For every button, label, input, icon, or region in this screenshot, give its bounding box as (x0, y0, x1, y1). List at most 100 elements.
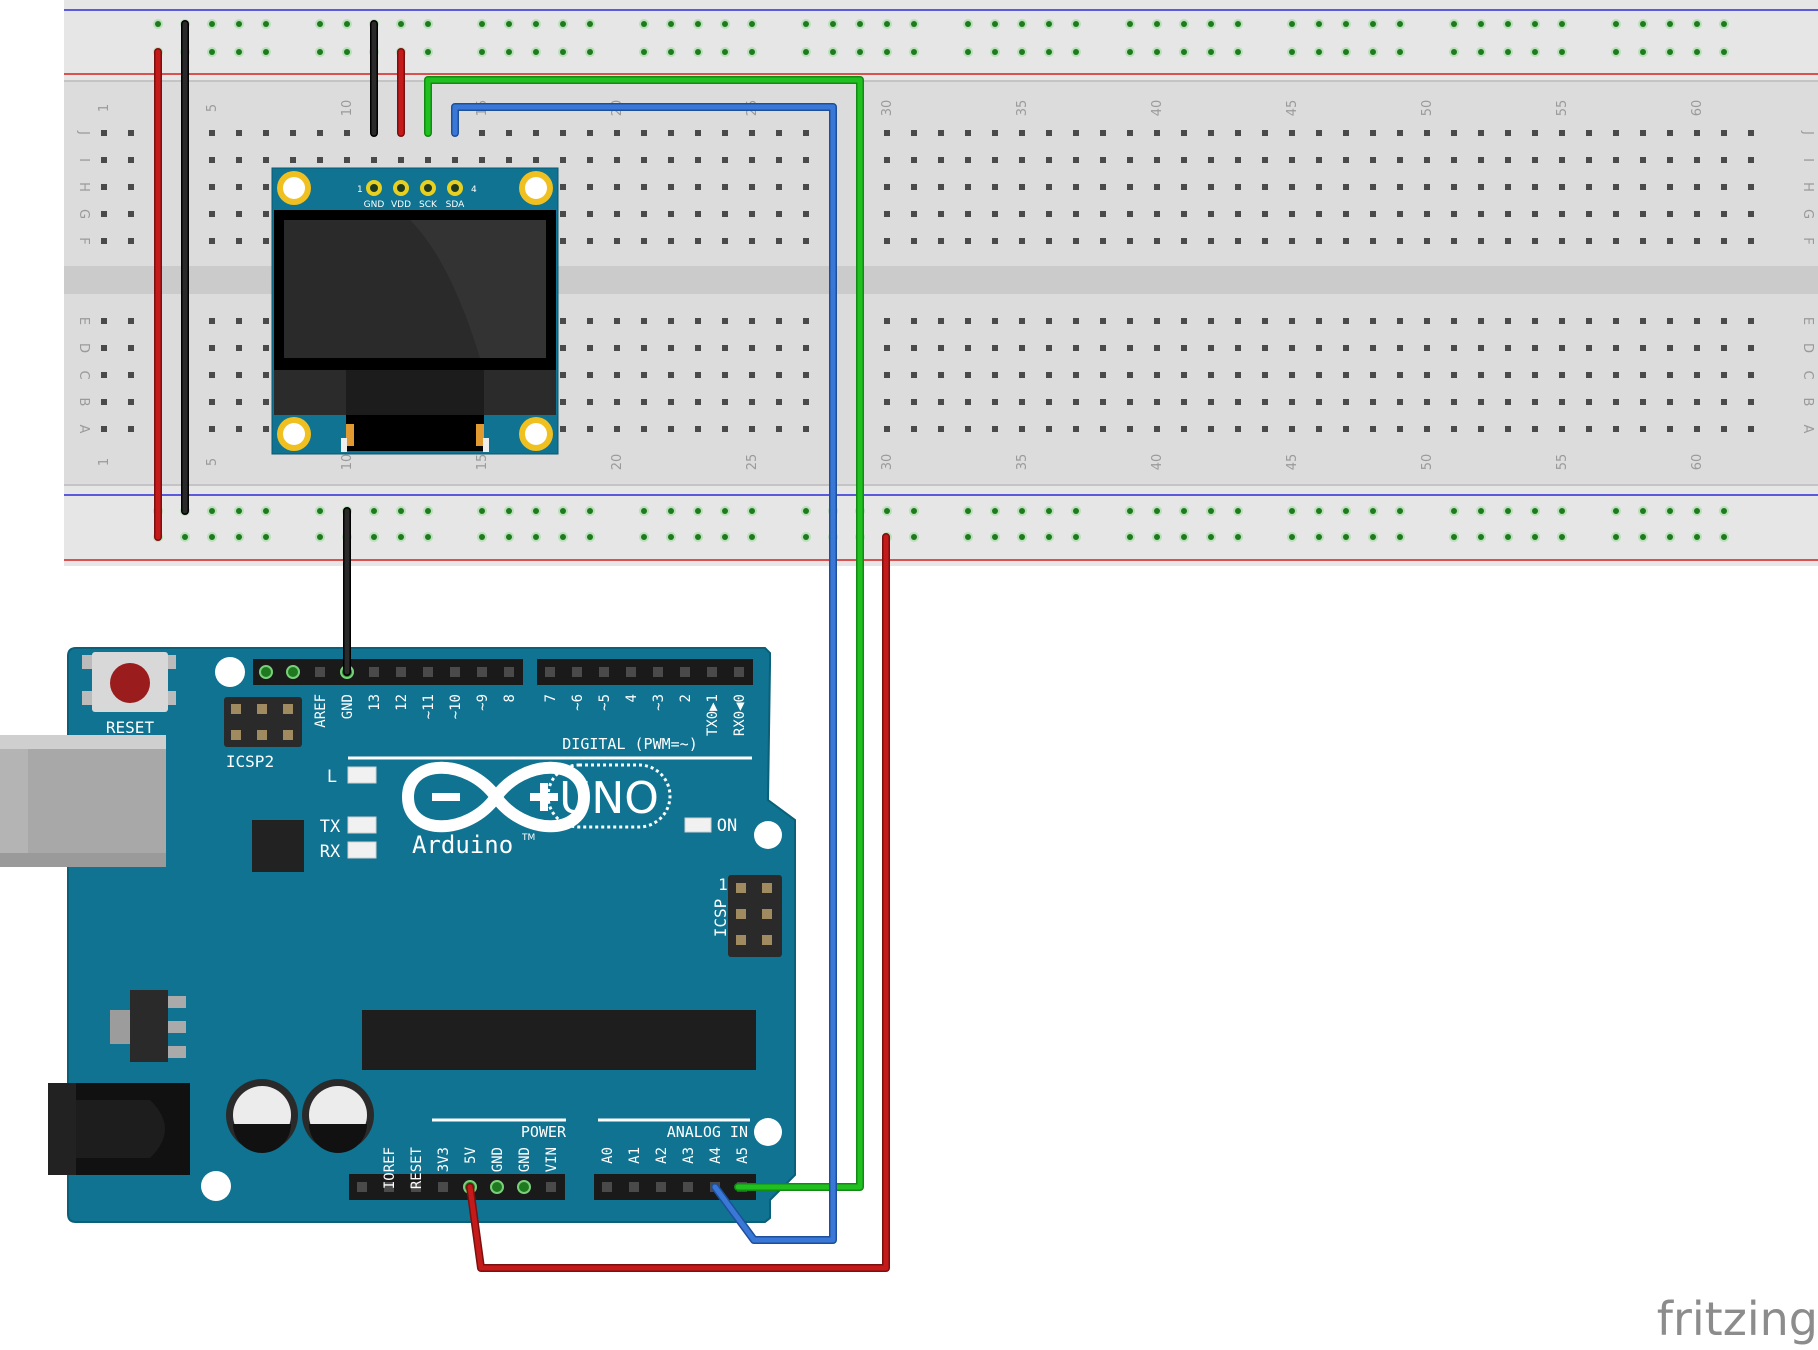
breadboard-hole[interactable] (1397, 426, 1403, 432)
breadboard-hole[interactable] (1505, 238, 1511, 244)
breadboard-hole[interactable] (1694, 399, 1700, 405)
breadboard-hole[interactable] (1127, 345, 1133, 351)
breadboard-hole[interactable] (425, 157, 431, 163)
breadboard-hole[interactable] (1748, 211, 1754, 217)
breadboard-hole[interactable] (1100, 372, 1106, 378)
breadboard-hole[interactable] (1748, 184, 1754, 190)
breadboard-hole[interactable] (290, 130, 296, 136)
breadboard-hole[interactable] (749, 318, 755, 324)
breadboard-hole[interactable] (560, 345, 566, 351)
breadboard-hole[interactable] (992, 399, 998, 405)
breadboard-hole[interactable] (1316, 372, 1322, 378)
breadboard-hole[interactable] (1424, 211, 1430, 217)
breadboard-hole[interactable] (209, 238, 215, 244)
breadboard-hole[interactable] (1046, 130, 1052, 136)
breadboard-hole[interactable] (992, 318, 998, 324)
breadboard-hole[interactable] (1613, 211, 1619, 217)
breadboard-hole[interactable] (1262, 184, 1268, 190)
breadboard-hole[interactable] (1748, 372, 1754, 378)
breadboard-hole[interactable] (749, 130, 755, 136)
breadboard-hole[interactable] (1586, 238, 1592, 244)
breadboard-hole[interactable] (1667, 372, 1673, 378)
breadboard-hole[interactable] (1019, 130, 1025, 136)
breadboard-hole[interactable] (1100, 157, 1106, 163)
breadboard-hole[interactable] (695, 157, 701, 163)
breadboard-hole[interactable] (776, 372, 782, 378)
breadboard-hole[interactable] (614, 372, 620, 378)
breadboard-hole[interactable] (263, 211, 269, 217)
breadboard-hole[interactable] (209, 372, 215, 378)
breadboard-hole[interactable] (1370, 238, 1376, 244)
breadboard-hole[interactable] (1181, 372, 1187, 378)
breadboard-hole[interactable] (533, 130, 539, 136)
breadboard-hole[interactable] (1046, 426, 1052, 432)
breadboard-hole[interactable] (641, 399, 647, 405)
header-socket[interactable] (572, 667, 582, 677)
oled-header-pin[interactable] (447, 180, 463, 196)
breadboard-hole[interactable] (1154, 372, 1160, 378)
breadboard-hole[interactable] (1181, 399, 1187, 405)
breadboard-hole[interactable] (641, 211, 647, 217)
breadboard-hole[interactable] (128, 345, 134, 351)
breadboard-hole[interactable] (641, 318, 647, 324)
breadboard-hole[interactable] (1613, 157, 1619, 163)
breadboard-hole[interactable] (803, 318, 809, 324)
breadboard-hole[interactable] (1046, 184, 1052, 190)
breadboard-hole[interactable] (1478, 399, 1484, 405)
breadboard-hole[interactable] (128, 372, 134, 378)
breadboard-hole[interactable] (263, 157, 269, 163)
breadboard-hole[interactable] (1100, 238, 1106, 244)
breadboard-hole[interactable] (506, 157, 512, 163)
breadboard-hole[interactable] (1748, 399, 1754, 405)
breadboard-hole[interactable] (1613, 238, 1619, 244)
breadboard-hole[interactable] (1208, 157, 1214, 163)
breadboard-hole[interactable] (1316, 238, 1322, 244)
breadboard-hole[interactable] (587, 399, 593, 405)
breadboard-hole[interactable] (1289, 345, 1295, 351)
breadboard-hole[interactable] (911, 157, 917, 163)
breadboard-hole[interactable] (1451, 238, 1457, 244)
breadboard-hole[interactable] (1262, 211, 1268, 217)
breadboard-hole[interactable] (236, 130, 242, 136)
breadboard-hole[interactable] (1019, 345, 1025, 351)
breadboard-hole[interactable] (1694, 345, 1700, 351)
header-socket[interactable] (396, 667, 406, 677)
breadboard-hole[interactable] (992, 426, 998, 432)
breadboard-hole[interactable] (1235, 130, 1241, 136)
breadboard-hole[interactable] (1208, 130, 1214, 136)
breadboard-hole[interactable] (803, 211, 809, 217)
breadboard-hole[interactable] (668, 345, 674, 351)
dc-power-jack[interactable] (48, 1083, 190, 1175)
breadboard-hole[interactable] (209, 211, 215, 217)
breadboard-hole[interactable] (1100, 130, 1106, 136)
breadboard-hole[interactable] (1127, 184, 1133, 190)
breadboard-hole[interactable] (1505, 318, 1511, 324)
breadboard-hole[interactable] (911, 372, 917, 378)
breadboard-hole[interactable] (1208, 184, 1214, 190)
breadboard-hole[interactable] (1667, 345, 1673, 351)
breadboard-hole[interactable] (1343, 157, 1349, 163)
breadboard-hole[interactable] (1451, 372, 1457, 378)
breadboard-hole[interactable] (722, 318, 728, 324)
breadboard-hole[interactable] (776, 157, 782, 163)
breadboard-hole[interactable] (938, 184, 944, 190)
breadboard-hole[interactable] (1613, 372, 1619, 378)
breadboard-hole[interactable] (749, 345, 755, 351)
breadboard-hole[interactable] (884, 157, 890, 163)
header-socket[interactable] (653, 667, 663, 677)
breadboard-hole[interactable] (1154, 426, 1160, 432)
breadboard-hole[interactable] (1289, 426, 1295, 432)
breadboard-hole[interactable] (1694, 318, 1700, 324)
breadboard-hole[interactable] (911, 345, 917, 351)
breadboard-hole[interactable] (614, 130, 620, 136)
header-socket[interactable] (545, 667, 555, 677)
breadboard-hole[interactable] (1640, 399, 1646, 405)
breadboard-hole[interactable] (1073, 238, 1079, 244)
breadboard-hole[interactable] (1613, 318, 1619, 324)
breadboard-hole[interactable] (1046, 211, 1052, 217)
breadboard-hole[interactable] (587, 345, 593, 351)
breadboard-hole[interactable] (1721, 211, 1727, 217)
breadboard-hole[interactable] (1694, 426, 1700, 432)
breadboard-hole[interactable] (749, 184, 755, 190)
breadboard-hole[interactable] (803, 345, 809, 351)
